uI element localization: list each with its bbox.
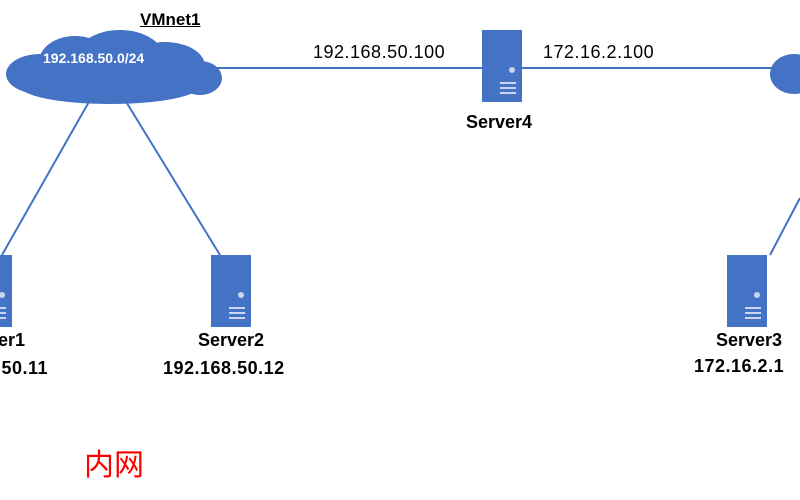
- link-right-server3: [769, 197, 800, 256]
- server4-ip-left: 192.168.50.100: [313, 42, 446, 62]
- server2-label: Server2: [198, 330, 265, 350]
- server2-ip: 192.168.50.12: [163, 358, 285, 378]
- server3-ip: 172.16.2.1: [694, 356, 785, 376]
- server3-label: Server3: [716, 330, 783, 350]
- server2-icon: [211, 255, 251, 327]
- cloud-icon-right: [770, 54, 800, 94]
- server4-label: Server4: [466, 112, 533, 132]
- server4-icon: [482, 30, 522, 102]
- subnet-label: 192.168.50.0/24: [43, 50, 145, 66]
- link-vmnet1-server2: [124, 99, 221, 256]
- zone-label-internal: 内网: [84, 449, 144, 482]
- server3-icon: [727, 255, 767, 327]
- server1-ip: .50.11: [0, 358, 49, 378]
- network-name-vmnet1: VMnet1: [140, 10, 201, 29]
- link-vmnet1-server1: [1, 99, 91, 256]
- server4-ip-right: 172.16.2.100: [543, 42, 655, 62]
- server1-icon: [0, 255, 12, 327]
- server1-label: er1: [0, 330, 26, 350]
- cloud-icon: [6, 30, 222, 104]
